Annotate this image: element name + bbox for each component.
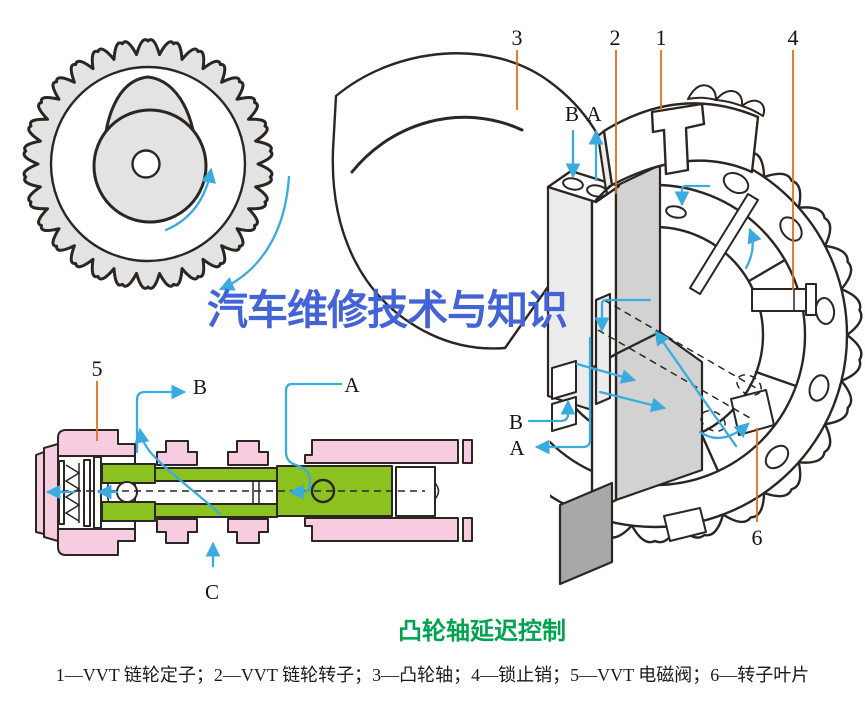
bore-dashed-end	[736, 374, 762, 396]
core-tip-arc	[434, 482, 440, 500]
valve-end-step	[35, 451, 45, 535]
hub-dark-face	[558, 481, 614, 586]
bore-dashed-line	[603, 299, 757, 389]
label-port-a: A	[586, 102, 602, 126]
rotation-arrow	[164, 167, 217, 232]
cut-face-lower	[614, 330, 704, 502]
legend-item: 3—凸轮轴；	[372, 665, 472, 685]
vvt-solenoid-valve: 5 B A C	[35, 356, 473, 604]
oil-flow-arrows	[565, 129, 762, 448]
camshaft-center-hole	[131, 149, 161, 179]
cut-face-right	[614, 163, 662, 356]
flow-arrow	[674, 184, 711, 207]
label-2: 2	[610, 25, 621, 50]
solenoid-end-bar	[462, 439, 473, 464]
label-port-b: B	[565, 102, 579, 126]
label-6: 6	[752, 525, 763, 550]
housing-land-bottom	[156, 518, 198, 544]
label-valve-b: B	[193, 375, 207, 399]
valve-plate	[83, 459, 91, 527]
pipe-stub	[551, 396, 577, 432]
lock-pin-cap	[805, 283, 817, 316]
leader-lines	[516, 50, 794, 522]
outlet-callouts	[527, 336, 592, 455]
housing-land-top	[227, 440, 269, 466]
wedge-strut	[594, 184, 612, 202]
legend-item: 1—VVT 链轮定子；	[55, 665, 214, 685]
check-ball	[116, 481, 138, 503]
label-5: 5	[92, 356, 103, 381]
label-out-b: B	[509, 410, 523, 434]
housing-land-bottom	[227, 518, 269, 544]
camshaft-rim-arc	[350, 115, 524, 174]
oil-hole	[779, 216, 803, 242]
vvt-cutaway-3d: 3 2 1 4 6 B A B A	[331, 25, 863, 605]
legend-item: 4—锁止销；	[471, 665, 571, 685]
spoke	[699, 431, 720, 473]
label-out-a: A	[509, 436, 525, 460]
watermark-text: 汽车维修技术与知识	[207, 286, 568, 334]
disc-bottom-tab	[663, 507, 707, 542]
label-1: 1	[656, 25, 667, 50]
sprocket-2d-view	[22, 38, 291, 291]
flow-arrow-bore	[654, 330, 738, 448]
callout-line-b	[527, 399, 576, 423]
wedge-key	[650, 102, 706, 176]
flow-arrow	[594, 298, 652, 333]
lock-pin	[751, 288, 807, 312]
valve-cap-bottom	[57, 528, 136, 556]
legend-item: 6—转子叶片	[710, 665, 810, 685]
label-valve-a: A	[344, 373, 360, 397]
flow-arrow	[598, 390, 667, 413]
stator-segment	[594, 84, 766, 202]
spoke	[747, 258, 787, 283]
flow-curve-b	[134, 427, 222, 516]
rotor-vane-upper	[689, 193, 759, 295]
solenoid-end-bar	[462, 517, 473, 542]
oil-port-hole	[665, 205, 687, 219]
pipe-stub	[551, 360, 577, 400]
legend-item: 5—VVT 电磁阀；	[570, 665, 711, 685]
label-valve-c: C	[205, 580, 219, 604]
callout-line-a	[534, 336, 592, 455]
callout-line-b	[135, 384, 187, 454]
label-4: 4	[788, 25, 799, 50]
plunger-port-hole	[310, 478, 336, 504]
flow-arrow	[698, 422, 750, 440]
port-hole-b	[562, 177, 584, 191]
solenoid-rail-top	[304, 439, 459, 464]
legend-item: 2—VVT 链轮转子；	[213, 665, 373, 685]
solenoid-rail-bottom	[304, 517, 459, 542]
figure-legend: 1—VVT 链轮定子；2—VVT 链轮转子；3—凸轮轴；4—锁止销；5—VVT …	[0, 661, 865, 687]
spool-land-left-bottom	[101, 501, 156, 522]
callout-line-a	[284, 382, 343, 500]
pointer-curve-arrow	[218, 175, 291, 291]
housing-land-top	[156, 440, 198, 466]
oil-hole	[764, 444, 790, 470]
label-3: 3	[512, 25, 523, 50]
flow-arrow	[575, 362, 637, 384]
spoke	[754, 370, 798, 388]
wedge-tooth	[687, 84, 717, 101]
figure-title: 凸轮轴延迟控制	[398, 617, 566, 645]
wedge-tooth	[741, 99, 766, 117]
flow-arrow	[744, 227, 762, 270]
oil-hole	[722, 171, 750, 195]
oil-hole	[808, 374, 830, 402]
bore-dashed-line	[597, 329, 751, 419]
spool-land-left-top	[101, 463, 156, 484]
valve-cap-top	[57, 429, 136, 457]
wedge-tooth	[715, 90, 744, 107]
